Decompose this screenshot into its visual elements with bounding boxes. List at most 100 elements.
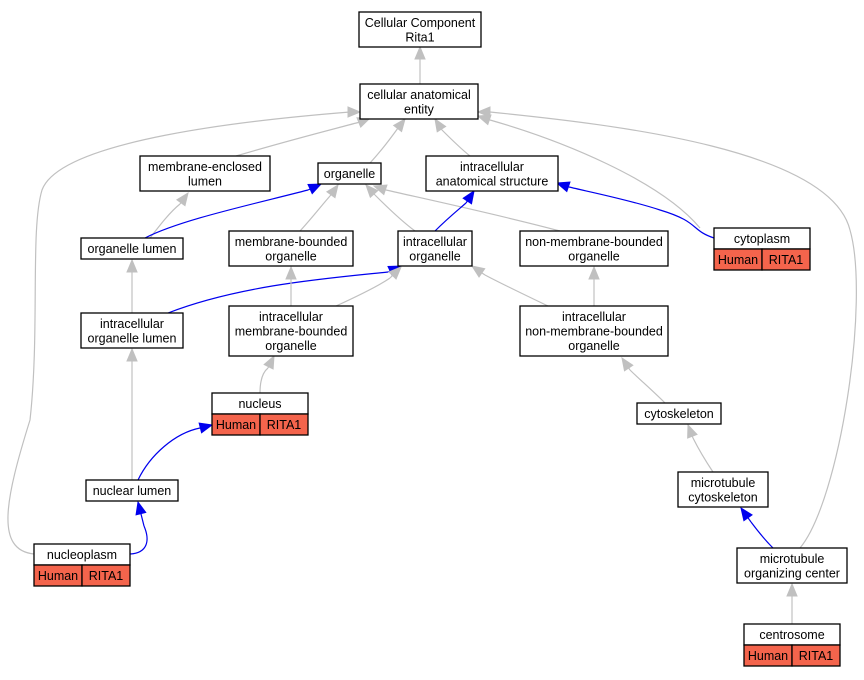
edge-line	[692, 437, 714, 473]
edge-line-end	[389, 275, 393, 279]
node-label: membrane-bounded	[235, 235, 348, 249]
node-organelle[interactable]: organelle	[317, 162, 382, 185]
node-label: cellular anatomical	[367, 88, 471, 102]
node-label: intracellular	[259, 310, 323, 324]
edge-line	[129, 525, 148, 555]
arrowhead-icon	[198, 422, 214, 434]
arrowhead-icon	[325, 183, 339, 199]
node-box	[139, 155, 271, 192]
species-label: Human	[216, 418, 256, 432]
edge-nuclear-lumen-to-intracellular-organelle-lumen	[126, 347, 138, 480]
edge-microtubule-organizing-center-to-cellular-anatomical-entity	[476, 106, 857, 549]
edge-cytoskeleton-to-intracellular-non-membrane-bounded-organelle	[621, 356, 666, 404]
node-label: intracellular	[100, 317, 164, 331]
node-organelle-lumen[interactable]: organelle lumen	[80, 237, 184, 260]
node-label: membrane-enclosed	[148, 160, 262, 174]
gene-badge	[81, 564, 131, 587]
edge-line	[441, 129, 471, 157]
arrowhead-icon	[126, 347, 138, 362]
gene-label: RITA1	[89, 569, 124, 583]
edge-line-end	[179, 202, 182, 205]
edge-microtubule-organizing-center-to-microtubule-cytoskeleton	[740, 506, 774, 549]
arrowhead-icon	[687, 423, 698, 439]
edge-line-end	[329, 194, 332, 197]
node-label: nucleoplasm	[47, 548, 117, 562]
arrowhead-icon	[175, 191, 189, 207]
edge-organelle-lumen-to-membrane-enclosed-lumen	[149, 191, 189, 239]
arrowhead-icon	[786, 582, 798, 597]
node-cytoskeleton[interactable]: cytoskeleton	[636, 402, 722, 425]
edge-cytoplasm-to-intracellular-anatomical-structure	[555, 181, 715, 239]
edge-line	[385, 189, 561, 232]
arrowhead-icon	[588, 265, 600, 280]
node-label: organelle	[265, 249, 316, 263]
edge-line-end	[440, 128, 443, 131]
edge-line	[369, 127, 399, 164]
edge-line	[7, 111, 351, 555]
edge-membrane-bounded-organelle-to-organelle	[299, 183, 339, 232]
node-box	[228, 305, 354, 357]
edges-layer	[7, 45, 857, 624]
node-label: intracellular	[460, 160, 524, 174]
edge-line-end	[307, 188, 311, 191]
node-label: organelle	[409, 249, 460, 263]
gene-label: RITA1	[769, 253, 804, 267]
arrowhead-icon	[470, 265, 486, 278]
edge-membrane-enclosed-lumen-to-cellular-anatomical-entity	[235, 117, 372, 157]
species-label: Human	[38, 569, 78, 583]
edge-nuclear-lumen-to-nucleus	[137, 422, 214, 481]
edge-line	[568, 186, 715, 239]
edge-line	[489, 119, 701, 229]
gene-label: RITA1	[267, 418, 302, 432]
arrowhead-icon	[285, 265, 297, 280]
edge-line	[167, 271, 389, 314]
node-label: organelle	[568, 249, 619, 263]
node-label: organelle lumen	[88, 331, 177, 345]
gene-badge	[259, 413, 309, 436]
edge-line	[235, 121, 361, 157]
edge-line	[434, 202, 467, 232]
node-label: organelle	[265, 339, 316, 353]
node-nuclear-lumen[interactable]: nuclear lumen	[85, 479, 179, 502]
edge-intracellular-organelle-to-intracellular-anatomical-structure	[434, 189, 475, 232]
node-label: organelle	[324, 167, 375, 181]
arrowhead-icon	[740, 506, 753, 522]
edge-line	[299, 195, 331, 232]
arrowhead-icon	[434, 117, 447, 133]
edge-line-end	[747, 517, 752, 523]
node-box	[397, 230, 473, 267]
node-label: entity	[404, 102, 435, 116]
node-label: intracellular	[403, 235, 467, 249]
node-box	[519, 230, 669, 267]
arrowhead-icon	[462, 189, 475, 205]
edge-line-end	[691, 435, 694, 439]
arrowhead-icon	[135, 500, 147, 516]
edge-line	[259, 367, 269, 394]
node-intracellular-non-membrane-bounded-organelle[interactable]: intracellularnon-membrane-boundedorganel…	[519, 305, 669, 357]
edge-centrosome-to-microtubule-organizing-center	[786, 582, 798, 624]
edge-line-end	[465, 200, 468, 204]
node-box	[80, 237, 184, 260]
node-box	[228, 230, 354, 267]
species-label: Human	[748, 649, 788, 663]
edge-line-end	[267, 366, 270, 369]
edge-line	[335, 277, 391, 307]
node-label: cytoskeleton	[688, 490, 758, 504]
edge-intracellular-organelle-lumen-to-organelle-lumen	[126, 258, 138, 313]
